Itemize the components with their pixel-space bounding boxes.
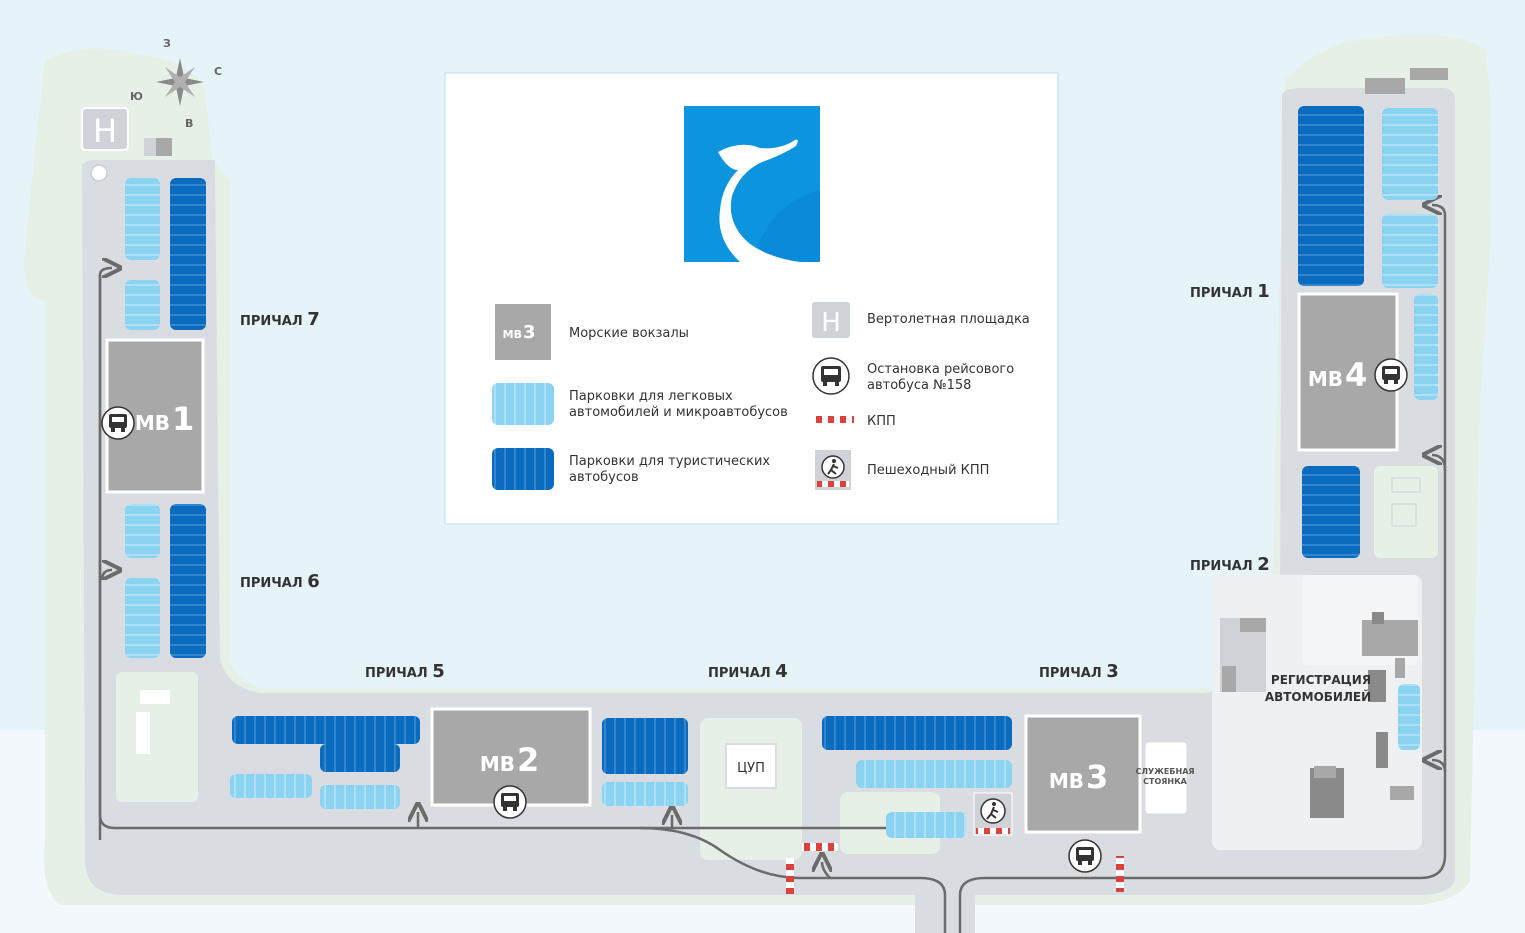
left-small-building bbox=[136, 690, 170, 754]
route-right-branch-2 bbox=[1432, 760, 1447, 773]
legend-helipad-text: Вертолетная площадка bbox=[867, 312, 1030, 327]
terminal-mv3: МВ 3 bbox=[1024, 714, 1142, 834]
pier-1-label: ПРИЧАЛ 1 bbox=[1190, 281, 1270, 302]
car-parking bbox=[125, 504, 160, 558]
legend-car-parking-text-1: Парковки для легковых bbox=[569, 389, 733, 404]
pier-3-label: ПРИЧАЛ 3 bbox=[1039, 661, 1119, 682]
bus-stop-icon bbox=[493, 785, 527, 819]
legend-bus-stop-text-2: автобуса №158 bbox=[867, 378, 971, 393]
legend-bus-parking-icon bbox=[492, 448, 554, 490]
bus-parking bbox=[822, 716, 1012, 750]
service-label-1: СЛУЖЕБНАЯ bbox=[1135, 767, 1194, 776]
land-patch bbox=[1374, 466, 1438, 558]
bus-parking bbox=[170, 178, 206, 330]
legend-checkpoint-icon bbox=[810, 416, 854, 423]
svg-text:1: 1 bbox=[172, 400, 194, 438]
registration-label-2: АВТОМОБИЛЕЙ bbox=[1265, 689, 1371, 704]
car-parking bbox=[230, 774, 312, 798]
legend-bus-parking-text-2: автобусов bbox=[569, 470, 639, 485]
pedestrian-checkpoint bbox=[973, 792, 1013, 836]
car-parking bbox=[125, 578, 160, 658]
legend-bus-stop-text-1: Остановка рейсового bbox=[867, 362, 1014, 377]
bus-stop-icon bbox=[101, 406, 135, 440]
car-parking bbox=[856, 760, 1012, 788]
compass-e: С bbox=[214, 65, 222, 78]
svg-text:H: H bbox=[821, 308, 841, 338]
legend-bus-stop-icon bbox=[812, 357, 850, 395]
compass-n: З bbox=[163, 37, 171, 50]
legend-terminals-text: Морские вокзалы bbox=[569, 326, 689, 341]
checkpoint bbox=[802, 843, 838, 851]
compass-s: В bbox=[185, 117, 193, 130]
svg-text:МВ: МВ bbox=[135, 411, 170, 435]
pier-4-label: ПРИЧАЛ 4 bbox=[708, 661, 788, 682]
route-arrow-cp bbox=[822, 862, 830, 879]
route-right-branch bbox=[1432, 455, 1447, 471]
svg-text:МВ: МВ bbox=[503, 328, 522, 341]
legend-terminal-icon: МВ 3 bbox=[493, 302, 553, 362]
route-main bbox=[98, 268, 112, 840]
bus-stop-icon bbox=[1374, 358, 1408, 392]
bus-parking bbox=[232, 716, 420, 744]
square-marker bbox=[823, 764, 843, 784]
car-parking bbox=[602, 782, 688, 806]
bus-parking bbox=[1298, 106, 1364, 286]
car-parking bbox=[1398, 684, 1420, 750]
svg-text:3: 3 bbox=[523, 322, 536, 343]
registration-buildings bbox=[1194, 477, 1421, 836]
car-parking bbox=[125, 178, 160, 260]
svg-text:2: 2 bbox=[517, 741, 539, 779]
svg-text:3: 3 bbox=[1086, 758, 1108, 796]
compass: З С В Ю bbox=[130, 37, 222, 130]
checkpoint bbox=[786, 858, 794, 894]
car-parking bbox=[1414, 294, 1438, 400]
pier-6-label: ПРИЧАЛ 6 bbox=[240, 571, 320, 592]
compass-w: Ю bbox=[130, 90, 143, 103]
car-parking bbox=[1382, 108, 1438, 200]
legend-checkpoint-text: КПП bbox=[867, 414, 896, 429]
route-bottom bbox=[639, 826, 947, 933]
service-label-2: СТОЯНКА bbox=[1143, 777, 1188, 786]
legend-pedestrian-text: Пешеходный КПП bbox=[867, 463, 989, 478]
bus-parking bbox=[602, 718, 688, 774]
legend-car-parking-icon bbox=[492, 383, 554, 425]
legend-helipad-icon: H bbox=[812, 302, 850, 338]
legend-bus-parking-text-1: Парковки для туристических bbox=[569, 454, 770, 469]
pier-7-label: ПРИЧАЛ 7 bbox=[240, 309, 320, 330]
legend-panel: МВ 3 H Морские вокзалы Парковки для легк… bbox=[444, 72, 1059, 525]
car-parking bbox=[1382, 214, 1438, 288]
pier-2-label: ПРИЧАЛ 2 bbox=[1190, 554, 1270, 575]
bus-parking bbox=[320, 744, 400, 772]
svg-text:4: 4 bbox=[1345, 356, 1367, 394]
checkpoint bbox=[1116, 856, 1124, 892]
registration-label-1: РЕГИСТРАЦИЯ bbox=[1271, 673, 1371, 687]
svg-text:МВ: МВ bbox=[1308, 367, 1343, 391]
bus-parking bbox=[170, 504, 206, 658]
tsup-label: ЦУП bbox=[737, 761, 765, 776]
car-parking bbox=[886, 812, 966, 838]
bus-stop-icon bbox=[1068, 839, 1102, 873]
car-parking bbox=[125, 280, 160, 330]
svg-text:МВ: МВ bbox=[480, 752, 515, 776]
tsup-building: ЦУП bbox=[725, 743, 777, 789]
land-patch bbox=[116, 672, 198, 802]
helipad-letter: H bbox=[93, 112, 117, 150]
service-parking bbox=[1144, 741, 1188, 815]
svg-text:МВ: МВ bbox=[1049, 769, 1084, 793]
legend-pedestrian-icon bbox=[815, 450, 851, 490]
ne-buildings bbox=[1365, 68, 1448, 94]
helipad: H bbox=[81, 107, 172, 182]
route-left-2 bbox=[100, 570, 112, 581]
port-logo bbox=[684, 106, 820, 262]
bus-parking bbox=[1302, 466, 1360, 558]
car-parking bbox=[320, 785, 400, 809]
pier-5-label: ПРИЧАЛ 5 bbox=[365, 661, 445, 682]
legend-car-parking-text-2: автомобилей и микроавтобусов bbox=[569, 405, 788, 420]
route-bottom-2 bbox=[958, 205, 1447, 933]
